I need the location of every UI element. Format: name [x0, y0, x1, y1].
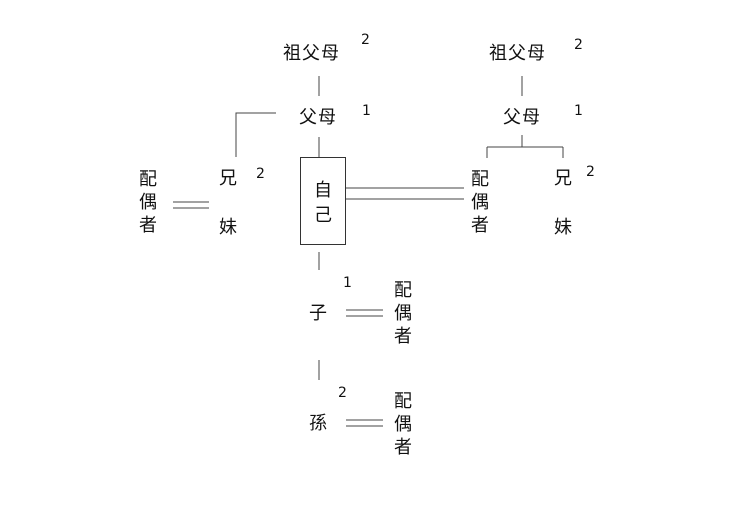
grandchild-spouse-label: 配偶者: [394, 391, 412, 458]
grandchild-label: 孫: [309, 413, 328, 434]
left-siblings-degree: 2: [256, 166, 265, 182]
child-spouse-label: 配偶者: [394, 280, 412, 347]
right-siblings-degree: 2: [586, 164, 595, 180]
child-degree: 1: [343, 275, 352, 291]
right-siblings-top: 兄: [554, 168, 573, 189]
self-box: [300, 157, 346, 245]
right-parents-degree: 1: [574, 103, 583, 119]
line-parents-siblings: [235, 112, 276, 157]
left-parents-degree: 1: [362, 103, 371, 119]
left-grandparents-degree: 2: [361, 32, 370, 48]
right-grandparents-label: 祖父母: [489, 43, 546, 64]
grandchild-degree: 2: [338, 385, 347, 401]
right-parents-label: 父母: [503, 107, 541, 128]
left-spouse-label: 配偶者: [139, 169, 157, 236]
left-siblings-top: 兄: [219, 168, 238, 189]
left-grandparents-label: 祖父母: [283, 43, 340, 64]
right-grandparents-degree: 2: [574, 37, 583, 53]
left-siblings-bottom: 妹: [219, 217, 238, 238]
right-siblings-bottom: 妹: [554, 217, 573, 238]
self-label: 自己: [314, 180, 332, 226]
child-label: 子: [309, 303, 328, 324]
right-spouse-label: 配偶者: [471, 169, 489, 236]
left-parents-label: 父母: [299, 107, 337, 128]
